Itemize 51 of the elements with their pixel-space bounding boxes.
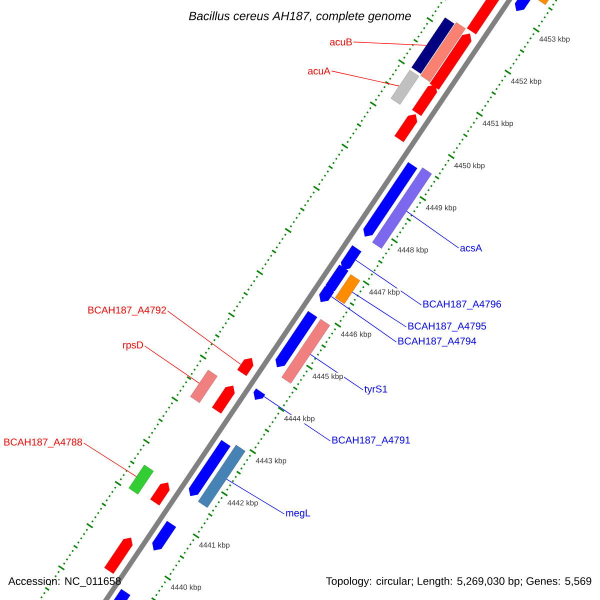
gene-block [390, 70, 420, 105]
gene-block [394, 114, 418, 142]
title: Bacillus cereus AH187, complete genome [188, 11, 411, 23]
leader-line [167, 310, 242, 365]
gene-label: BCAH187_A4788 [4, 438, 82, 448]
gene-block [212, 386, 235, 414]
gene-block [128, 464, 154, 494]
gene-block [340, 245, 362, 270]
gene-label: BCAH187_A4792 [88, 306, 166, 316]
gene-block [113, 588, 130, 600]
gene-block [188, 440, 231, 496]
gene-label: rpsD [123, 342, 144, 350]
gene-label: acuA [308, 68, 330, 74]
gene-block [254, 388, 266, 400]
gene-block [430, 34, 472, 90]
leader-line [226, 478, 285, 514]
leader-line [144, 346, 200, 384]
info-text: Accession: NC_011658 [8, 577, 121, 587]
leader-line [331, 296, 397, 342]
gene-block [190, 370, 218, 403]
gene-block [326, 264, 348, 293]
gene-block [237, 358, 254, 376]
gene-label: acuB [330, 38, 352, 46]
gene-block [150, 482, 170, 506]
leader-line [352, 292, 407, 328]
gene-block [412, 84, 438, 116]
leader-line [353, 42, 427, 46]
gene-block [275, 311, 318, 368]
gene-block [282, 319, 330, 384]
gene-block [104, 538, 133, 574]
gene-block [198, 444, 246, 508]
gene-block [411, 18, 454, 74]
leader-line [83, 442, 137, 477]
gene-label: BCAH187_A4791 [332, 436, 410, 446]
leader-line [310, 354, 364, 390]
leader-line [356, 260, 422, 306]
gene-block [152, 520, 176, 551]
leader-line [331, 70, 400, 86]
gene-label: BCAH187_A4796 [423, 300, 502, 310]
gene-block [514, 0, 532, 12]
info-text: Topology: circular; Length: 5,269,030 bp; Genes: 5,569 [326, 576, 592, 588]
gene-label: BCAH187_A4794 [398, 338, 476, 346]
gene-label: megL [286, 510, 310, 518]
gene-label: acsA [460, 244, 482, 252]
gene-block [420, 22, 466, 82]
gene-block [363, 162, 418, 237]
gene-block [335, 274, 360, 304]
gene-label: tyrS1 [364, 385, 388, 395]
gene-block [466, 0, 501, 34]
leader-line [406, 211, 460, 248]
gene-label: BCAH187_A4795 [408, 322, 486, 332]
